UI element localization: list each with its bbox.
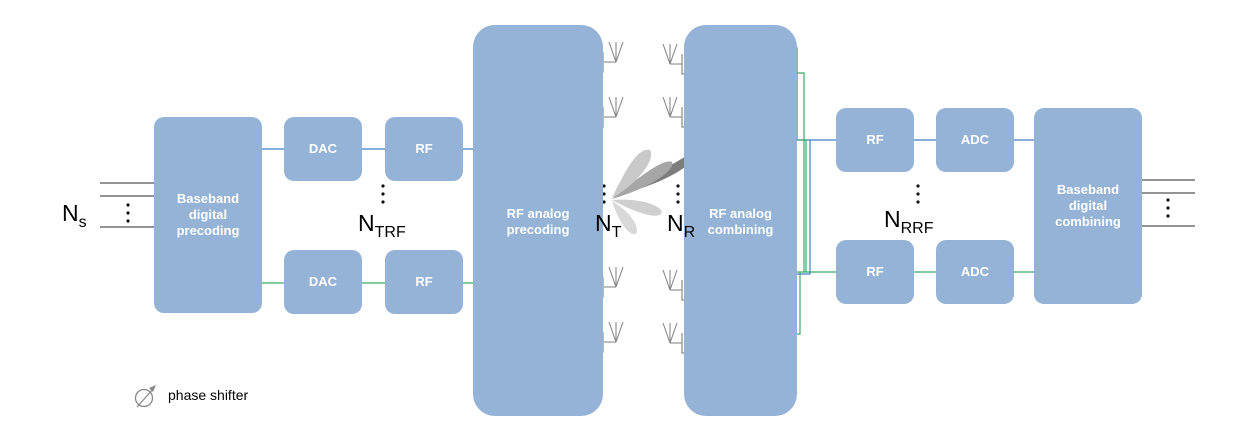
ntrf-ellipsis bbox=[381, 184, 385, 188]
input-streams-ellipsis bbox=[126, 211, 130, 215]
nt-label: NT bbox=[595, 210, 621, 242]
antenna-arm bbox=[615, 266, 624, 288]
phase-shifter-icon bbox=[134, 385, 156, 408]
antenna-icon bbox=[604, 266, 624, 288]
beam-pattern bbox=[612, 149, 696, 235]
antenna-icon bbox=[662, 96, 682, 118]
baseband-digital-combining-block: Baseband digital combining bbox=[1034, 108, 1142, 304]
ns-sub: s bbox=[78, 214, 87, 231]
adc-top-block: ADC bbox=[936, 108, 1014, 172]
input-streams-ellipsis bbox=[126, 219, 130, 223]
ntrf-ellipsis bbox=[381, 192, 385, 196]
antenna-arm bbox=[662, 269, 671, 291]
rf-analog-precoding-block: RF analog precoding bbox=[473, 25, 603, 416]
antenna-arm bbox=[608, 41, 617, 63]
ntrf-ellipsis bbox=[381, 200, 385, 204]
nr-ellipsis bbox=[676, 200, 680, 204]
legend-phase-shifter-label: phase shifter bbox=[168, 387, 249, 403]
rf-rx-bottom-block: RF bbox=[836, 240, 914, 304]
antenna-arm bbox=[662, 43, 671, 65]
antenna-arm bbox=[615, 321, 624, 343]
antenna-arm bbox=[615, 41, 624, 63]
nrrf-ellipsis bbox=[916, 184, 920, 188]
antenna-icon bbox=[662, 43, 682, 65]
nrrf-ellipsis bbox=[916, 192, 920, 196]
output-streams-ellipsis bbox=[1166, 214, 1170, 218]
beam-lobe bbox=[612, 199, 662, 216]
output-streams-ellipsis bbox=[1166, 198, 1170, 202]
antenna-arm bbox=[669, 96, 678, 118]
dac-top-block: DAC bbox=[284, 117, 362, 181]
antenna-arm bbox=[662, 322, 671, 344]
antenna-icon bbox=[604, 321, 624, 343]
ns-label: Ns bbox=[62, 200, 87, 232]
nt-ellipsis bbox=[602, 184, 606, 188]
ntrf-label: NTRF bbox=[358, 210, 406, 242]
rf-tx-top-block: RF bbox=[385, 117, 463, 181]
beam-lobe bbox=[612, 152, 696, 197]
rf-analog-combining-label: RF analog combining bbox=[707, 205, 774, 237]
antenna-arm bbox=[608, 266, 617, 288]
nr-ellipsis bbox=[676, 192, 680, 196]
ntrf-sub: TRF bbox=[374, 224, 406, 241]
beam-lobe bbox=[612, 149, 652, 198]
nrrf-ellipsis bbox=[916, 200, 920, 204]
adc-bottom-block: ADC bbox=[936, 240, 1014, 304]
input-streams-ellipsis bbox=[126, 203, 130, 207]
nr-main: N bbox=[667, 210, 684, 236]
nr-label: NR bbox=[667, 210, 695, 242]
ntrf-main: N bbox=[358, 210, 375, 236]
ns-main: N bbox=[62, 200, 79, 226]
antenna-arm bbox=[608, 96, 617, 118]
nrrf-sub: RRF bbox=[900, 220, 934, 237]
rf-rx-top-block: RF bbox=[836, 108, 914, 172]
rf-analog-combining-block: RF analog combining bbox=[684, 25, 797, 416]
nt-ellipsis bbox=[602, 200, 606, 204]
antenna-arm bbox=[615, 96, 624, 118]
nrrf-main: N bbox=[884, 206, 901, 232]
antenna-array bbox=[604, 41, 682, 344]
dac-bottom-block: DAC bbox=[284, 250, 362, 314]
nr-sub: R bbox=[683, 224, 696, 241]
baseband-digital-precoding-block: Baseband digital precoding bbox=[154, 117, 262, 313]
antenna-icon bbox=[604, 96, 624, 118]
beam-lobe bbox=[612, 201, 637, 235]
nt-main: N bbox=[595, 210, 612, 236]
rf-analog-precoding-label: RF analog precoding bbox=[506, 205, 570, 237]
antenna-arm bbox=[662, 96, 671, 118]
nt-sub: T bbox=[611, 224, 622, 241]
antenna-arm bbox=[608, 321, 617, 343]
output-streams-ellipsis bbox=[1166, 206, 1170, 210]
nt-ellipsis bbox=[602, 192, 606, 196]
nrrf-label: NRRF bbox=[884, 206, 934, 238]
rf-tx-bottom-block: RF bbox=[385, 250, 463, 314]
antenna-arm bbox=[669, 269, 678, 291]
antenna-arm bbox=[669, 322, 678, 344]
antenna-icon bbox=[662, 269, 682, 291]
nr-ellipsis bbox=[676, 184, 680, 188]
antenna-icon bbox=[662, 322, 682, 344]
beam-lobe bbox=[612, 161, 673, 199]
antenna-arm bbox=[669, 43, 678, 65]
antenna-icon bbox=[604, 41, 624, 63]
